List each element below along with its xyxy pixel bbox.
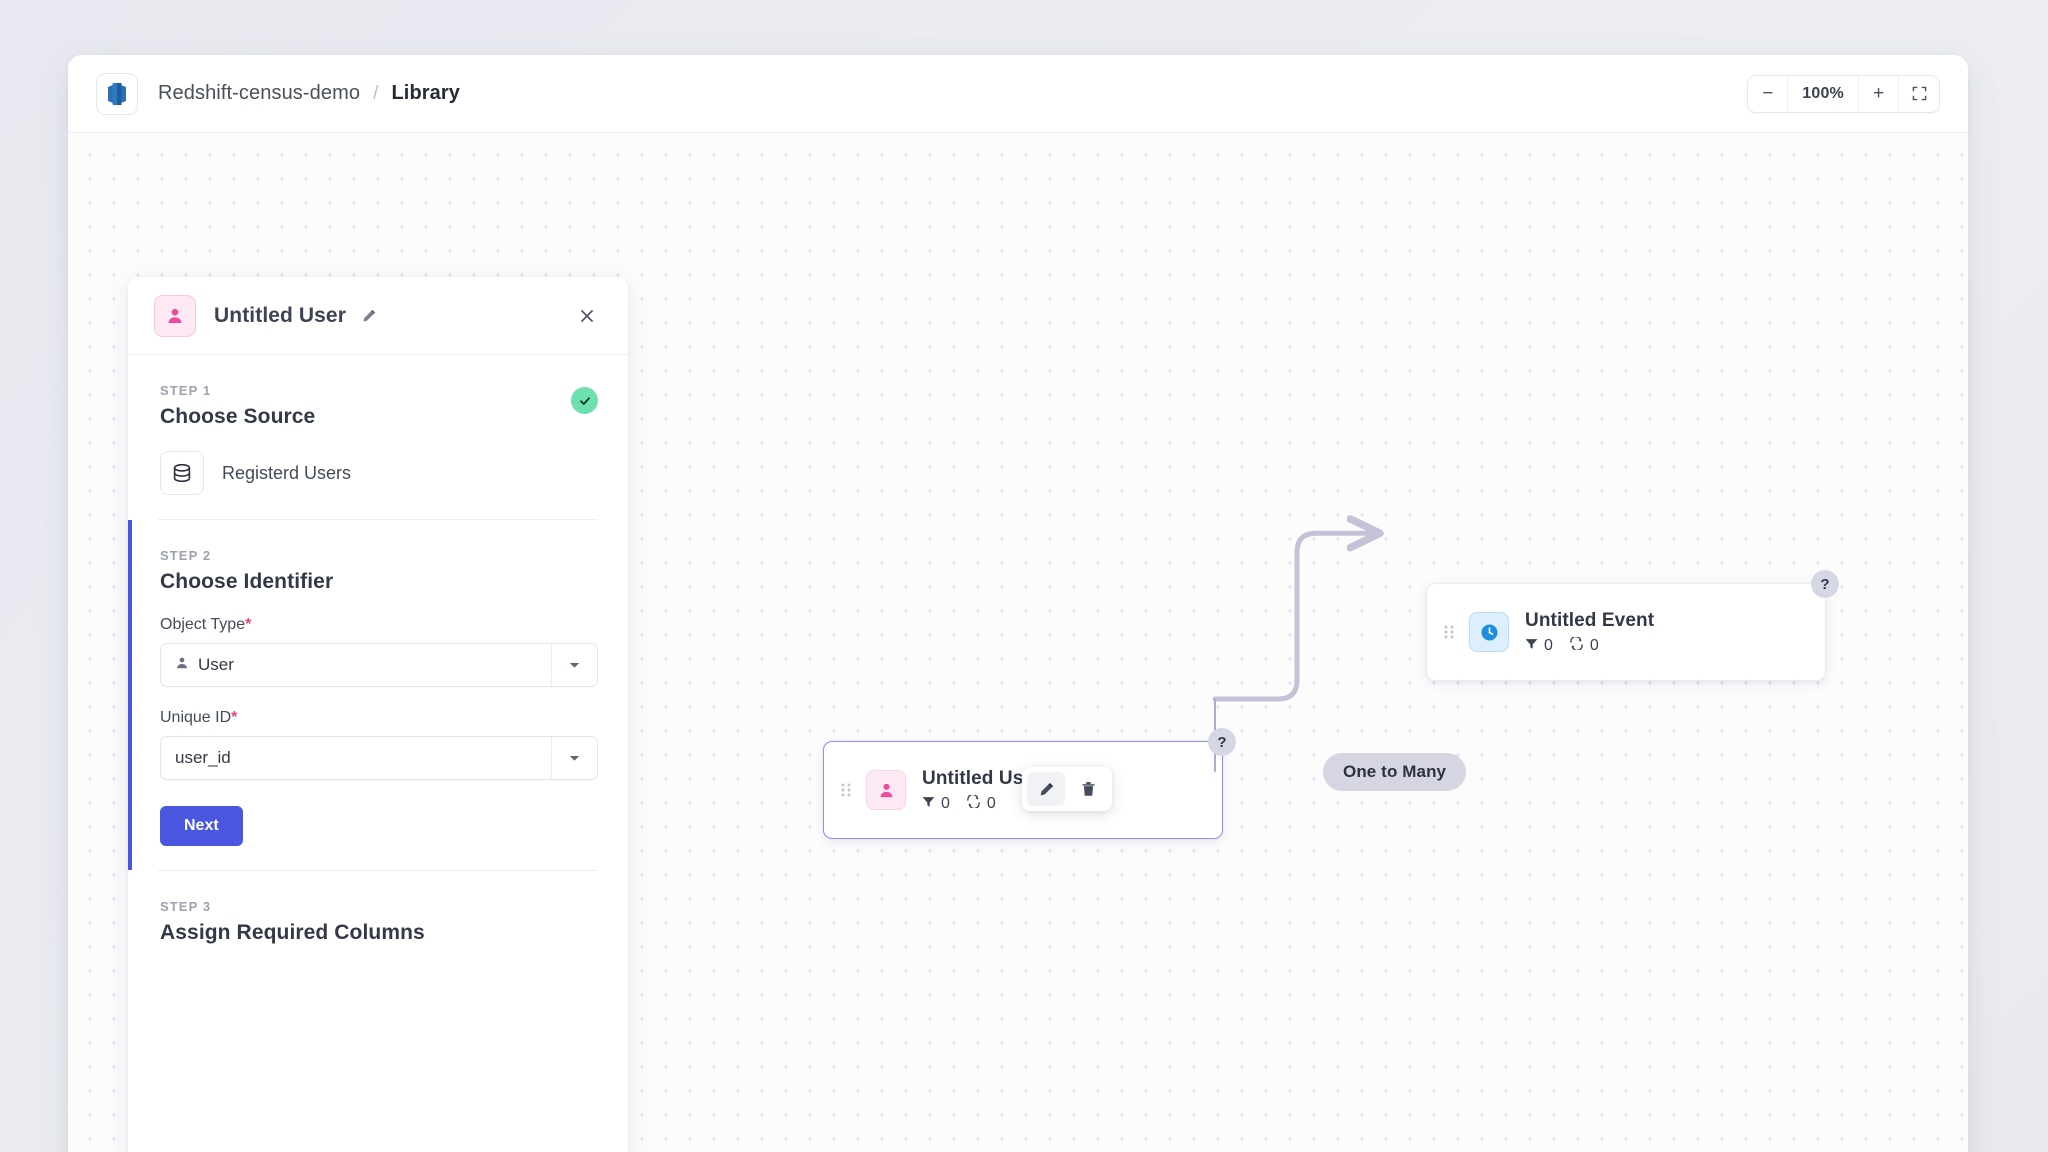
source-name: Registerd Users: [222, 462, 352, 483]
filter-count: 0: [1544, 636, 1553, 654]
edge-label-one-to-many[interactable]: One to Many: [1323, 753, 1467, 791]
step-3-title: Assign Required Columns: [160, 921, 425, 944]
unique-id-value-wrap: user_id: [161, 748, 551, 768]
zoom-in-button[interactable]: +: [1859, 75, 1899, 112]
panel-title-text: Untitled User: [214, 303, 346, 327]
top-bar: Redshift-census-demo / Library − 100% +: [68, 55, 1968, 133]
drag-handle-icon[interactable]: [838, 782, 854, 798]
node-stats: 0: [922, 793, 1042, 813]
help-badge[interactable]: ?: [1811, 570, 1839, 598]
zoom-controls: − 100% +: [1747, 74, 1940, 113]
node-title: Untitled User: [922, 767, 1042, 789]
filter-count: 0: [941, 794, 950, 812]
sync-icon: [966, 793, 981, 813]
divider-1: [158, 519, 598, 520]
step-3-assign-required-columns[interactable]: STEP 3 Assign Required Columns: [128, 871, 628, 969]
panel-body: STEP 1 Choose Source: [128, 355, 628, 1152]
panel-title-wrap: Untitled User: [214, 304, 377, 328]
redshift-logo-icon: [96, 72, 138, 115]
step-1-title: Choose Source: [160, 405, 316, 428]
filter-icon: [922, 795, 935, 813]
zoom-out-button[interactable]: −: [1748, 75, 1789, 112]
breadcrumb-project[interactable]: Redshift-census-demo: [158, 82, 361, 104]
step-3-label: STEP 3: [160, 899, 212, 914]
pencil-icon[interactable]: [361, 308, 377, 324]
user-avatar-icon: [154, 294, 196, 337]
sync-count: 0: [986, 794, 996, 812]
next-button[interactable]: Next: [160, 806, 243, 846]
object-type-value: User: [198, 655, 234, 674]
clock-icon: [1469, 612, 1509, 652]
sync-stat: 0: [966, 793, 996, 813]
node-text-wrap: Untitled User 0: [922, 768, 1042, 813]
step-1-head: STEP 1 Choose Source: [160, 383, 598, 429]
step-2-title: Choose Identifier: [160, 570, 334, 593]
user-avatar-icon: [866, 770, 906, 810]
node-toolbar: [1022, 767, 1112, 811]
chevron-down-icon[interactable]: [551, 737, 597, 779]
object-config-panel: Untitled User: [128, 277, 628, 1152]
pencil-icon[interactable]: [1027, 772, 1065, 806]
drag-handle-icon[interactable]: [1441, 624, 1457, 640]
panel-header: Untitled User: [128, 277, 628, 355]
breadcrumb: Redshift-census-demo / Library: [158, 82, 460, 105]
step-2-choose-identifier[interactable]: STEP 2 Choose Identifier Object Type*: [128, 520, 628, 870]
sync-count: 0: [1589, 636, 1599, 654]
fit-screen-icon[interactable]: [1899, 75, 1939, 112]
filter-stat: 0: [922, 795, 950, 813]
unique-id-label-text: Unique ID: [160, 709, 232, 726]
database-icon: [160, 451, 204, 495]
unique-id-label: Unique ID*: [160, 709, 598, 727]
required-marker: *: [231, 709, 238, 726]
object-type-value-wrap: User: [161, 655, 551, 675]
unique-id-value: user_id: [175, 748, 231, 767]
sync-stat: 0: [1569, 635, 1599, 655]
filter-stat: 0: [1525, 637, 1553, 655]
node-text-wrap: Untitled Event 0: [1525, 610, 1654, 655]
filter-icon: [1525, 637, 1538, 655]
object-type-label: Object Type*: [160, 616, 598, 634]
required-marker: *: [245, 616, 252, 633]
node-title: Untitled Event: [1525, 609, 1655, 631]
selected-source-row[interactable]: Registerd Users: [160, 451, 598, 495]
step-1-choose-source[interactable]: STEP 1 Choose Source: [128, 355, 628, 519]
step-2-label: STEP 2: [160, 548, 212, 563]
step-1-label: STEP 1: [160, 383, 212, 398]
unique-id-select[interactable]: user_id: [160, 736, 598, 780]
trash-icon[interactable]: [1069, 772, 1107, 806]
divider-2: [158, 870, 598, 871]
node-stats: 0: [1525, 635, 1654, 655]
person-icon: [175, 655, 189, 675]
chevron-down-icon[interactable]: [551, 644, 597, 686]
flow-node-untitled-event[interactable]: Untitled Event 0: [1426, 570, 1839, 681]
object-type-select[interactable]: User: [160, 643, 598, 687]
breadcrumb-separator: /: [373, 82, 379, 104]
check-icon: [571, 387, 598, 414]
object-type-label-text: Object Type: [160, 616, 246, 633]
zoom-level-label[interactable]: 100%: [1788, 75, 1859, 112]
flow-canvas[interactable]: Untitled User: [68, 133, 1968, 1152]
sync-icon: [1569, 635, 1584, 655]
help-badge[interactable]: ?: [1208, 728, 1236, 756]
app-window: Redshift-census-demo / Library − 100% +: [68, 55, 1968, 1152]
close-icon[interactable]: [570, 299, 604, 333]
breadcrumb-current[interactable]: Library: [391, 82, 460, 104]
